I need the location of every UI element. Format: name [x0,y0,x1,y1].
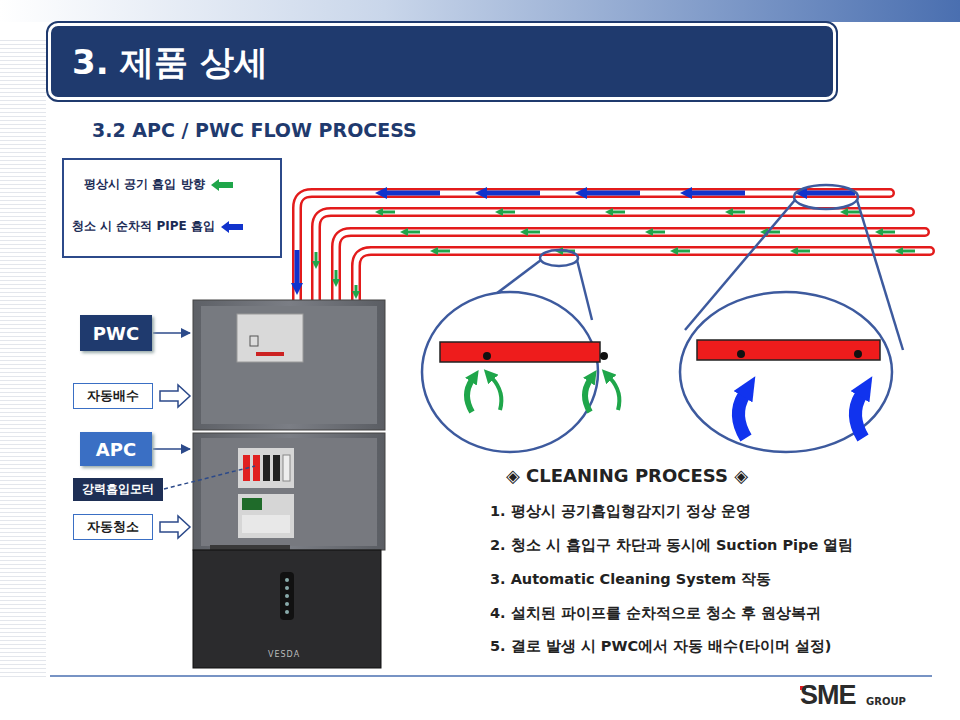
logo-text: SME [800,680,856,711]
process-step: 1. 평상시 공기흡입형감지기 정상 운영 [490,502,751,521]
legend-box: 평상시 공기 흡입 방향청소 시 순차적 PIPE 흡입 [62,158,282,258]
function-label: 자동배수 [73,383,153,409]
legend-text: 평상시 공기 흡입 방향 [84,176,205,193]
logo-text: GROUP [866,696,906,707]
apc-unit [193,433,385,551]
vesda-unit [193,550,381,668]
part-label: PWC [80,315,152,351]
cleaning-flow-arrow [297,193,855,285]
legend-row: 평상시 공기 흡입 방향 [84,176,233,193]
process-step: 2. 청소 시 흡입구 차단과 동시에 Suction Pipe 열림 [490,536,853,555]
node-text: APC [96,439,136,460]
suction-arrow [467,378,863,438]
part-label: APC [80,432,152,466]
legend-text: 청소 시 순차적 PIPE 흡입 [72,218,215,235]
process-step: 4. 설치된 파이프를 순차적으로 청소 후 원상복귀 [490,604,821,623]
legend-swatch [221,221,243,233]
process-step: 3. Automatic Cleaning System 작동 [490,570,771,589]
top-band [0,0,960,22]
legend-arrow [211,179,233,191]
section-heading: ◈ CLEANING PROCESS ◈ [506,465,748,486]
node-text: PWC [93,323,139,344]
pwc-unit [193,300,385,430]
legend-arrow [221,221,243,233]
part-label: 강력흡입모터 [73,478,163,501]
pointer-arrow [153,333,255,538]
normal-flow-arrow [316,212,915,292]
legend-swatch [211,179,233,191]
node-text: 자동청소 [87,518,139,536]
legend-row: 청소 시 순차적 PIPE 흡입 [72,218,243,235]
subtitle: 3.2 APC / PWC FLOW PROCESS [92,119,417,141]
zoom-callout [422,185,903,452]
node-text: 강력흡입모터 [82,481,154,498]
margin-pattern [0,40,46,680]
slide-title: 3. 제품 상세 [72,40,268,86]
brand-mark: VESDA [268,650,300,659]
footer-rule [50,675,932,677]
function-label: 자동청소 [73,514,153,540]
pipe-section [440,340,880,362]
node-text: 자동배수 [87,387,139,405]
process-step: 5. 결로 발생 시 PWC에서 자동 배수(타이머 설정) [490,637,831,656]
